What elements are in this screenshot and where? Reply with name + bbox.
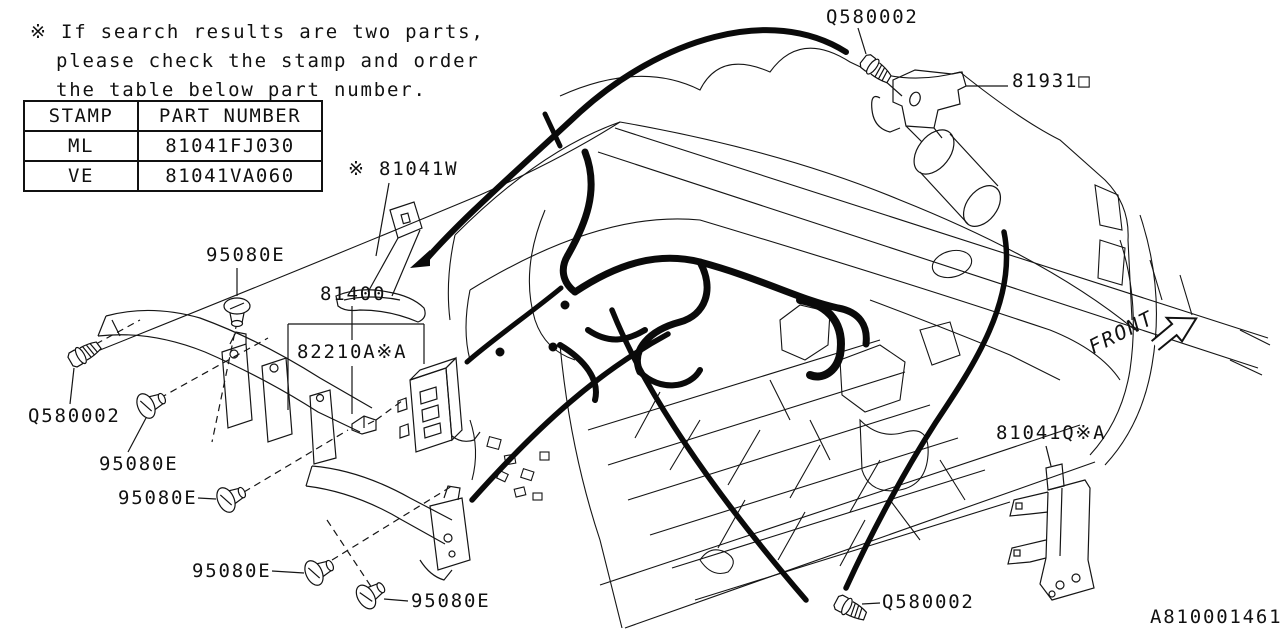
part-label-81041q: 81041Q※A bbox=[996, 422, 1107, 444]
stamp-cell: VE bbox=[23, 160, 139, 192]
part-label-81931: 81931□ bbox=[1012, 70, 1092, 92]
clip-icon bbox=[132, 384, 171, 422]
clip-icon bbox=[351, 574, 391, 613]
note-line: please check the stamp and order bbox=[56, 50, 480, 72]
note-line: the table below part number. bbox=[56, 79, 427, 101]
part-number-cell: 81041VA060 bbox=[137, 160, 323, 192]
front-arrow-icon bbox=[1150, 316, 1198, 351]
note-line: ※ If search results are two parts, bbox=[30, 21, 485, 43]
part-label-95080e-2: 95080E bbox=[99, 453, 179, 475]
part-label-95080e-5: 95080E bbox=[411, 590, 491, 612]
clip-icon bbox=[300, 551, 339, 589]
note-block: ※ If search results are two parts, pleas… bbox=[30, 18, 485, 105]
dashed-guides bbox=[95, 319, 453, 589]
table-row: ML 81041FJ030 bbox=[23, 130, 323, 162]
connector-icon bbox=[351, 415, 377, 435]
relay-box bbox=[397, 356, 481, 453]
diagram-id: A810001461 bbox=[1150, 606, 1280, 628]
beam-assembly bbox=[97, 309, 471, 581]
stamp-table-header: STAMP bbox=[23, 100, 139, 132]
wiring-harness bbox=[410, 27, 1010, 603]
part-label-q580002-top: Q580002 bbox=[826, 6, 919, 28]
part-label-81041w: ※ 81041W bbox=[348, 158, 459, 180]
bracket-81931 bbox=[871, 69, 1002, 227]
part-label-81400: 81400 bbox=[320, 283, 387, 305]
leader-lines bbox=[69, 27, 1052, 605]
bolt-icon bbox=[65, 336, 105, 370]
part-label-95080e-3: 95080E bbox=[118, 487, 198, 509]
part-number-cell: 81041FJ030 bbox=[137, 130, 323, 162]
bolt-icon bbox=[857, 51, 896, 88]
stamp-table: STAMP PART NUMBER ML 81041FJ030 VE 81041… bbox=[23, 100, 323, 192]
stamp-cell: ML bbox=[23, 130, 139, 162]
part-label-95080e-1: 95080E bbox=[206, 244, 286, 266]
bracket-81041w bbox=[335, 201, 426, 323]
clip-icon bbox=[223, 297, 251, 328]
table-row: VE 81041VA060 bbox=[23, 160, 323, 192]
clip-icon bbox=[212, 478, 251, 516]
part-label-95080e-4: 95080E bbox=[192, 560, 272, 582]
bolt-icon bbox=[831, 592, 871, 625]
part-label-q580002-bottom: Q580002 bbox=[882, 591, 975, 613]
part-label-82210a: 82210A※A bbox=[297, 341, 408, 363]
instrument-panel-line-art bbox=[94, 47, 1271, 629]
bracket-81041q bbox=[1007, 463, 1095, 601]
stamp-table-header: PART NUMBER bbox=[137, 100, 323, 132]
part-label-q580002-left: Q580002 bbox=[28, 405, 121, 427]
